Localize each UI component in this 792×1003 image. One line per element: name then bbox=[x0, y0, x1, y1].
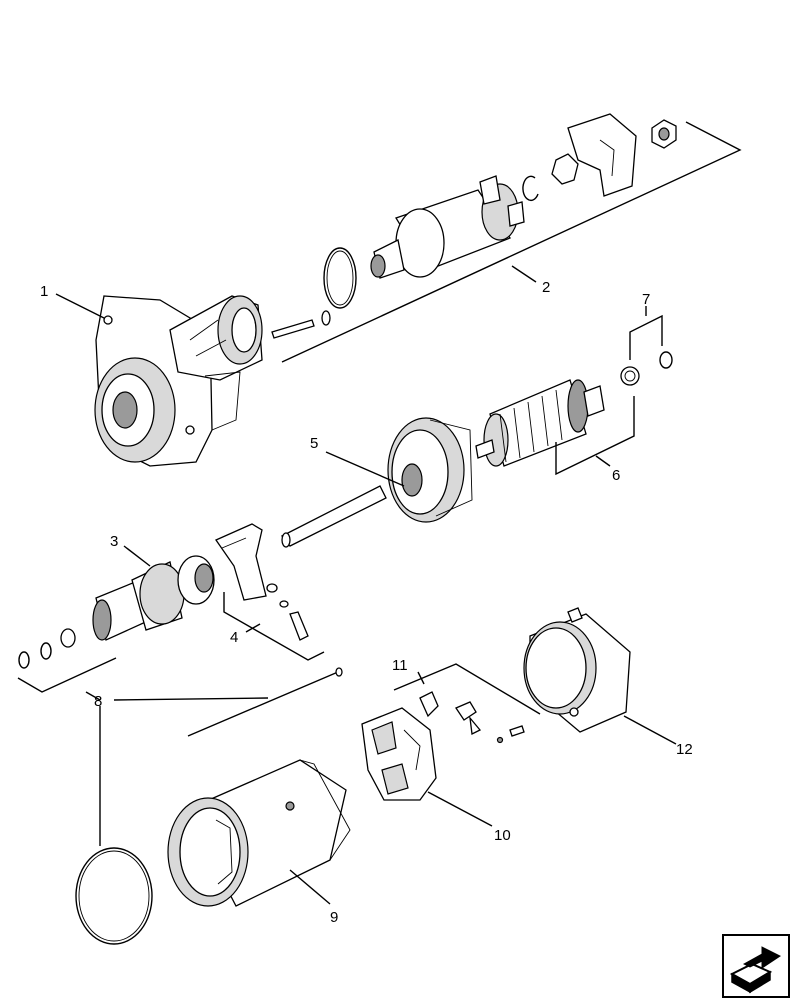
part-5-shaft-bearing bbox=[280, 417, 473, 548]
part-8-through-bolt bbox=[75, 667, 343, 945]
callout-3: 3 bbox=[110, 533, 118, 550]
callout-7: 7 bbox=[642, 291, 650, 308]
callout-labels: 1 2 3 4 5 6 7 8 9 10 11 12 bbox=[40, 279, 693, 926]
callout-8: 8 bbox=[94, 693, 102, 710]
part-9-field-housing bbox=[167, 759, 351, 907]
part-10-brush-holder bbox=[361, 707, 437, 801]
callout-2: 2 bbox=[542, 279, 550, 296]
callout-5: 5 bbox=[310, 435, 318, 452]
part-1-drive-housing bbox=[94, 295, 263, 467]
callout-12: 12 bbox=[676, 741, 693, 758]
part-2-solenoid bbox=[271, 113, 677, 339]
callout-6: 6 bbox=[612, 467, 620, 484]
callout-9: 9 bbox=[330, 909, 338, 926]
leader-lines bbox=[17, 121, 742, 905]
part-12-end-cap bbox=[523, 607, 631, 733]
callout-10: 10 bbox=[494, 827, 511, 844]
callout-4: 4 bbox=[230, 629, 238, 646]
part-3-pinion bbox=[18, 555, 215, 669]
part-4-shift-fork bbox=[215, 523, 309, 641]
callout-1: 1 bbox=[40, 283, 48, 300]
callout-11: 11 bbox=[392, 657, 408, 674]
part-6-armature bbox=[475, 351, 673, 467]
next-page-arrow-icon[interactable] bbox=[722, 934, 790, 998]
part-11-brush-parts bbox=[419, 691, 525, 744]
